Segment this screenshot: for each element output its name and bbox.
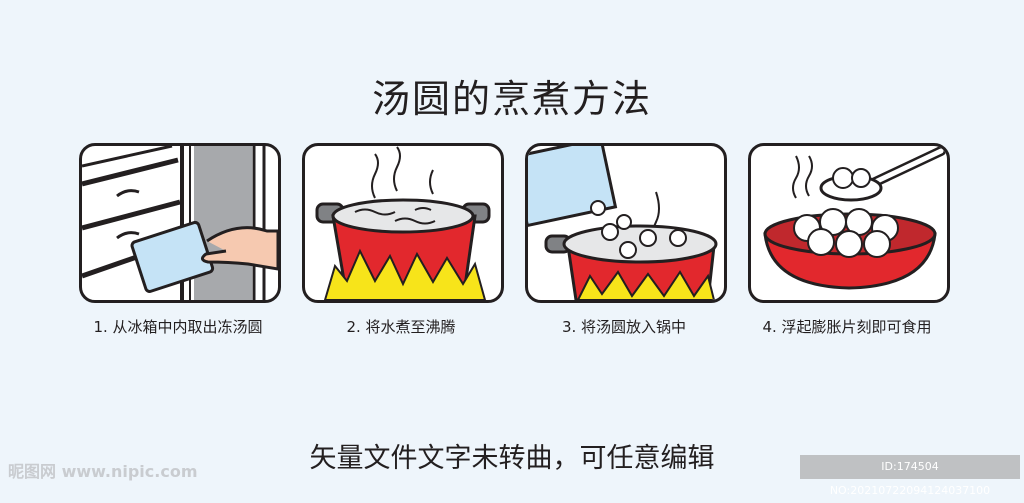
image-id-badge: ID:174504 NO:20210722094124037100 — [800, 455, 1020, 497]
editable-note: 矢量文件文字未转曲，可任意编辑 — [309, 443, 715, 474]
bowl-spoon-icon — [763, 146, 946, 290]
step-2-caption: 2. 将水煮至沸腾 — [346, 318, 456, 336]
step-1-caption: 1. 从冰箱中内取出冻汤圆 — [93, 318, 263, 336]
freezer-icon — [82, 146, 278, 300]
step-3-caption: 3. 将汤圆放入锅中 — [561, 318, 687, 336]
step-1-illustration — [79, 143, 281, 303]
watermark: 昵图网 www.nipic.com — [8, 462, 198, 481]
pour-dumplings-icon — [528, 146, 718, 300]
step-3-illustration — [525, 143, 727, 303]
step-2-illustration — [302, 143, 504, 303]
page-title: 汤圆的烹煮方法 — [371, 77, 652, 121]
step-4-illustration — [748, 143, 950, 303]
boiling-pot-icon — [315, 146, 491, 300]
step-4-caption: 4. 浮起膨胀片刻即可食用 — [762, 318, 932, 336]
